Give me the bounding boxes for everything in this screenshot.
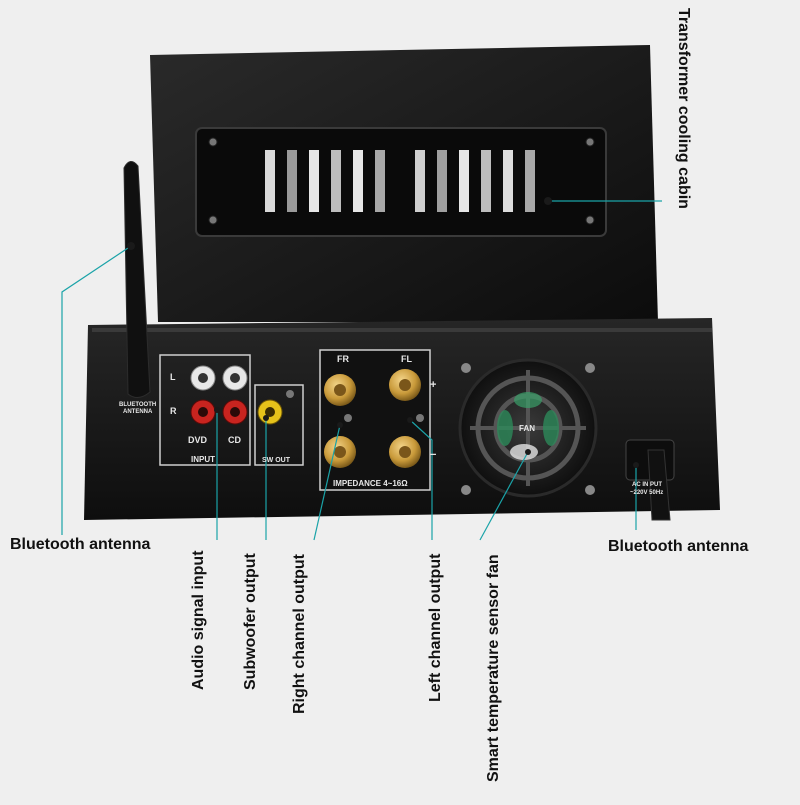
panel-input: INPUT xyxy=(191,455,215,464)
vent-plate xyxy=(195,127,607,237)
panel-bt-2: ANTENNA xyxy=(123,409,153,415)
fan xyxy=(458,358,598,498)
bluetooth-antenna xyxy=(123,161,151,398)
panel-text: BLUETOOTH ANTENNA L R DVD CD INPUT SW OU… xyxy=(119,354,663,496)
label-fan: Smart temperature sensor fan xyxy=(485,554,502,782)
panel-ac-in-2: ~220V 50Hz xyxy=(630,490,663,496)
label-transformer-cabin: Transformer cooling cabin xyxy=(675,8,692,209)
panel-ch-l: L xyxy=(170,372,176,382)
panel-ac-in-1: AC IN PUT xyxy=(632,482,662,488)
panel-cd: CD xyxy=(228,435,241,445)
label-left-channel-output: Left channel output xyxy=(427,553,444,702)
speaker-terminals xyxy=(319,349,431,491)
panel-fl: FL xyxy=(401,354,412,364)
panel-ch-r: R xyxy=(170,406,177,416)
label-bluetooth-antenna-left: Bluetooth antenna xyxy=(10,536,151,553)
vent-screws xyxy=(208,137,595,225)
callout-dots xyxy=(127,197,639,468)
panel-bt-1: BLUETOOTH xyxy=(119,402,156,408)
label-audio-input: Audio signal input xyxy=(190,550,207,690)
vent-slots xyxy=(265,150,535,212)
label-right-channel-output: Right channel output xyxy=(291,554,308,714)
panel-dvd: DVD xyxy=(188,435,208,445)
panel-sw-out: SW OUT xyxy=(262,457,291,464)
panel-plus: + xyxy=(430,379,436,391)
label-bluetooth-antenna-right: Bluetooth antenna xyxy=(608,538,749,555)
panel-fr: FR xyxy=(337,354,349,364)
label-subwoofer-output: Subwoofer output xyxy=(242,553,259,690)
callout-lines xyxy=(61,200,662,541)
transformer-cabin xyxy=(150,45,658,322)
panel-impedance: IMPEDANCE 4~16Ω xyxy=(333,479,408,488)
power-socket xyxy=(625,439,675,521)
panel-minus: − xyxy=(430,449,436,461)
panel-fan: FAN xyxy=(519,424,535,433)
